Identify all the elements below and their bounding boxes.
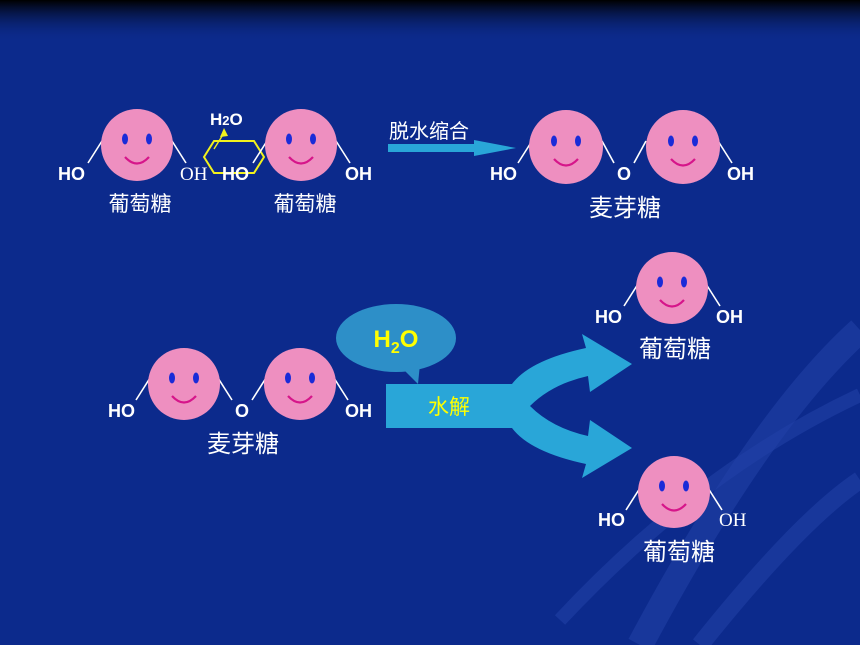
glucose-molecule-left: HO OH 葡萄糖	[58, 109, 208, 216]
ho-label: HO	[222, 164, 249, 184]
maltose-product: HO O OH 麦芽糖	[490, 110, 754, 222]
maltose-label: 麦芽糖	[589, 194, 661, 222]
o-label: O	[617, 164, 631, 184]
water-removal-hexagon	[202, 128, 266, 174]
ho-label: HO	[490, 164, 517, 184]
oh-label: OH	[727, 164, 754, 184]
glucose-label: 葡萄糖	[109, 192, 172, 216]
condensation-arrow: 脱水缩合	[388, 119, 516, 156]
water-speech-bubble: H2O	[336, 304, 456, 384]
oh-label: OH	[345, 401, 372, 421]
ho-label: HO	[598, 510, 625, 530]
oh-label: OH	[719, 510, 747, 531]
maltose-label: 麦芽糖	[207, 430, 279, 458]
glucose-molecule-right: HO OH 葡萄糖	[222, 109, 372, 216]
smiley-face-icon	[529, 110, 603, 184]
hydrolysis-label: 水解	[428, 395, 470, 419]
ho-label: HO	[595, 307, 622, 327]
smiley-face-icon	[265, 109, 337, 181]
oh-label: OH	[180, 164, 208, 185]
smiley-face-icon	[636, 252, 708, 324]
glucose-product-top: HO OH 葡萄糖	[595, 252, 743, 363]
maltose-reactant: HO O OH 麦芽糖	[108, 348, 372, 458]
smiley-face-icon	[638, 456, 710, 528]
glucose-label: 葡萄糖	[274, 192, 337, 216]
glucose-product-bottom: HO OH 葡萄糖	[598, 456, 747, 566]
water-label: H2O	[210, 110, 243, 129]
oh-label: OH	[716, 307, 743, 327]
smiley-face-icon	[264, 348, 336, 420]
ho-label: HO	[58, 164, 85, 184]
oh-label: OH	[345, 164, 372, 184]
water-formula: H2O	[374, 326, 419, 357]
top-shade	[0, 0, 860, 42]
glucose-label: 葡萄糖	[639, 335, 711, 363]
condensation-label: 脱水缩合	[389, 119, 469, 143]
smiley-face-icon	[148, 348, 220, 420]
glucose-label: 葡萄糖	[643, 538, 715, 566]
ho-label: HO	[108, 401, 135, 421]
o-label: O	[235, 401, 249, 421]
smiley-face-icon	[646, 110, 720, 184]
hydrolysis-split-arrow: 水解	[386, 334, 632, 478]
smiley-face-icon	[101, 109, 173, 181]
